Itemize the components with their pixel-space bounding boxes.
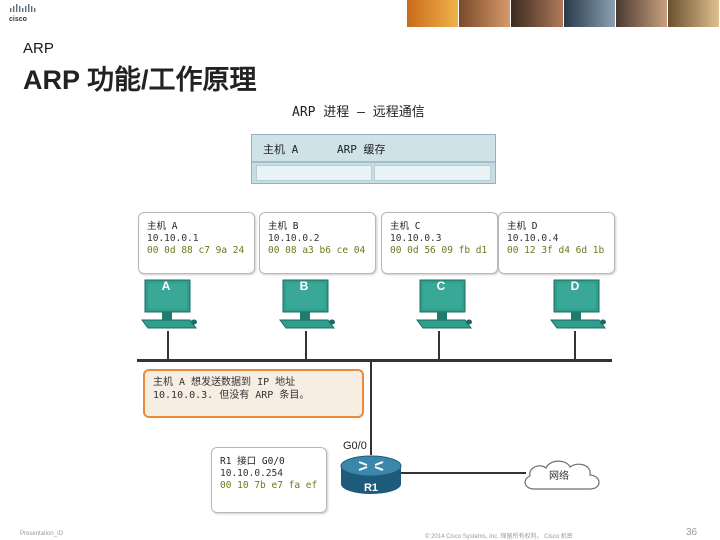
arp-message-box: 主机 A 想发送数据到 IP 地址 10.10.0.3. 但没有 ARP 条目。	[143, 369, 364, 418]
link-router	[370, 361, 372, 455]
pc-c-icon: C	[415, 278, 475, 332]
link-a	[167, 331, 169, 360]
host-name: 主机 D	[507, 221, 538, 232]
host-ip: 10.10.0.2	[268, 233, 320, 244]
arp-cache-mac-cell	[374, 165, 491, 181]
message-line-1: 主机 A 想发送数据到 IP 地址	[153, 377, 296, 388]
arp-cache-header: 主机 A ARP 缓存	[252, 135, 495, 163]
footer-presentation-id: Presentation_ID	[20, 531, 64, 537]
pc-label: D	[570, 279, 580, 293]
link-c	[438, 331, 440, 360]
host-info-c: 主机 C 10.10.0.3 00 0d 56 09 fb d1	[381, 212, 498, 274]
cisco-logo: cisco	[9, 4, 36, 23]
host-mac: 00 12 3f d4 6d 1b	[507, 245, 605, 256]
host-mac: 00 08 a3 b6 ce 04	[268, 245, 366, 256]
page-number: 36	[686, 527, 698, 538]
banner-photos	[407, 0, 720, 27]
router-interface-label: G0/0	[343, 440, 367, 452]
arp-cache-host: 主机 A	[263, 143, 299, 156]
host-name: 主机 B	[268, 221, 299, 232]
pc-label: C	[436, 279, 446, 293]
section-label: ARP	[23, 40, 54, 57]
arp-cache-label: ARP 缓存	[337, 143, 386, 156]
pc-a-icon: A	[140, 278, 200, 332]
router-icon: R1	[340, 455, 402, 494]
message-line-2: 10.10.0.3. 但没有 ARP 条目。	[153, 390, 310, 401]
host-name: 主机 A	[147, 221, 178, 232]
slide-title: ARP 功能/工作原理	[23, 65, 257, 95]
lan-segment	[137, 359, 612, 362]
link-d	[574, 331, 576, 360]
host-info-d: 主机 D 10.10.0.4 00 12 3f d4 6d 1b	[498, 212, 615, 274]
router-name: R1	[364, 482, 378, 494]
host-info-b: 主机 B 10.10.0.2 00 08 a3 b6 ce 04	[259, 212, 376, 274]
link-b	[305, 331, 307, 360]
host-mac: 00 0d 88 c7 9a 24	[147, 245, 245, 256]
arp-cache-table: 主机 A ARP 缓存	[251, 134, 496, 184]
network-cloud-icon	[524, 460, 600, 490]
host-info-a: 主机 A 10.10.0.1 00 0d 88 c7 9a 24	[138, 212, 255, 274]
router-ip: 10.10.0.254	[220, 468, 283, 479]
router-box-name: R1 接口 G0/0	[220, 456, 285, 467]
pc-d-icon: D	[549, 278, 609, 332]
arp-cache-ip-cell	[256, 165, 372, 181]
host-ip: 10.10.0.3	[390, 233, 442, 244]
network-cloud-label: 网络	[549, 471, 569, 482]
top-banner: cisco	[0, 0, 720, 27]
svg-text:cisco: cisco	[9, 16, 27, 23]
pc-label: B	[299, 279, 309, 293]
router-info-box: R1 接口 G0/0 10.10.0.254 00 10 7b e7 fa ef	[211, 447, 327, 513]
host-name: 主机 C	[390, 221, 421, 232]
diagram-title: ARP 进程 — 远程通信	[292, 105, 425, 120]
link-wan	[401, 472, 526, 474]
footer-copyright: © 2014 Cisco Systems, Inc. 保留所有权利。 Cisco…	[425, 534, 573, 540]
pc-label: A	[161, 279, 171, 293]
router-mac: 00 10 7b e7 fa ef	[220, 480, 318, 491]
pc-b-icon: B	[278, 278, 338, 332]
host-ip: 10.10.0.1	[147, 233, 199, 244]
host-ip: 10.10.0.4	[507, 233, 559, 244]
host-mac: 00 0d 56 09 fb d1	[390, 245, 488, 256]
